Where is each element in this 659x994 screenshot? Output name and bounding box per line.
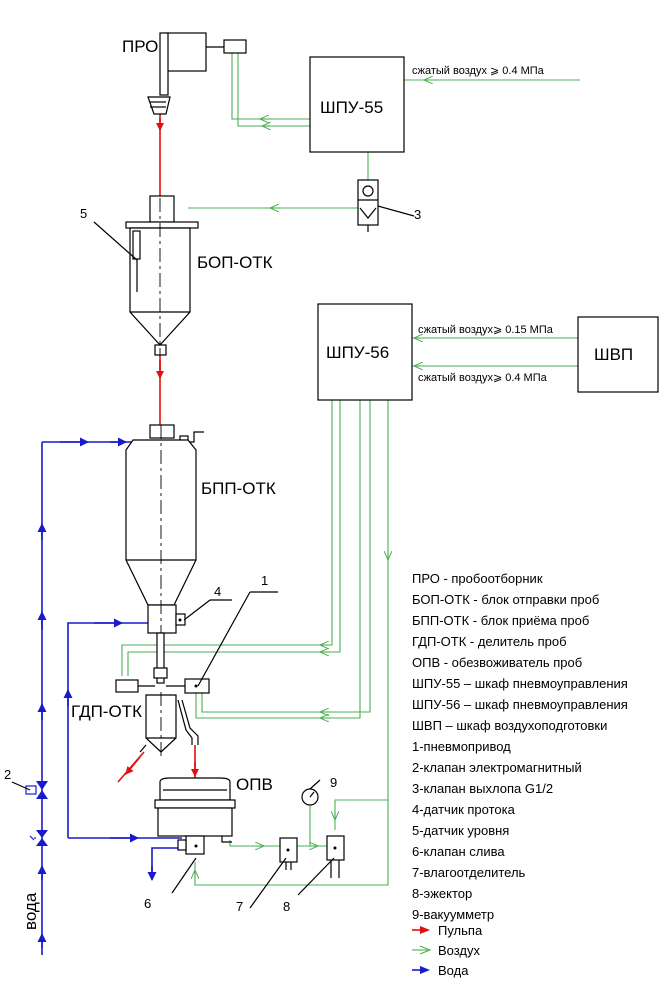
label-shpu56: ШПУ-56 [326,343,389,362]
legend-item: ШПУ-56 – шкаф пневмоуправления [412,697,628,712]
legend-item: 4-датчик протока [412,802,516,817]
label-shvp: ШВП [594,345,633,364]
callout-8: 8 [283,899,290,914]
legend-item: 6-клапан слива [412,844,505,859]
callout-2: 2 [4,767,11,782]
legend-item: 3-клапан выхлопа G1/2 [412,781,553,796]
label-air-shpu55: сжатый воздух ⩾ 0.4 МПа [412,65,545,77]
legend-item: ПРО - пробоотборник [412,571,543,586]
flow-legend-pulp: Пульпа [438,923,483,938]
label-air-shpu56-2: сжатый воздух⩾ 0.4 МПа [418,372,548,384]
moisture-separator-7 [279,837,298,870]
label-water: вода [21,892,40,930]
legend-item: ШВП – шкаф воздухоподготовки [412,718,607,733]
label-gdp: ГДП-ОТК [71,702,142,721]
shvp-box [577,316,659,393]
pulp-lines [117,114,199,783]
air-lines [121,52,580,886]
legend-item: 5-датчик уровня [412,823,509,838]
vacuum-gauge-9 [301,788,319,806]
label-bop: БОП-ОТК [197,253,273,272]
legend-item: 8-эжектор [412,886,472,901]
flow-legend-water: Вода [438,963,469,978]
callout-3: 3 [414,207,421,222]
legend-item: ШПУ-55 – шкаф пневмоуправления [412,676,628,691]
gdp-otk-unit [115,632,210,760]
flow-legend-air: Воздух [438,943,481,958]
bop-otk-unit [125,195,199,356]
legend-item: 2-клапан электромагнитный [412,760,582,775]
water-lines [37,437,182,955]
water-arrow-icon [420,966,430,974]
callout-1: 1 [261,573,268,588]
exhaust-valve-3 [357,179,379,232]
callout-5: 5 [80,206,87,221]
legend-item: БПП-ОТК - блок приёма проб [412,613,589,628]
legend-item: БОП-ОТК - блок отправки проб [412,592,599,607]
callout-4: 4 [214,584,221,599]
legend-item: 1-пневмопривод [412,739,511,754]
shpu56-box [317,303,413,401]
bpp-otk-unit [125,424,204,634]
pulp-arrow-icon [420,926,430,934]
ejector-8 [326,835,345,878]
legend-item: 7-влагоотделитель [412,865,526,880]
legend-item: ОПВ - обезвоживатель проб [412,655,582,670]
air-arrow-icon [419,945,432,955]
legend-item: ГДП-ОТК - делитель проб [412,634,567,649]
flow-legend-arrows [412,926,432,974]
callout-leaders [11,205,415,909]
solenoid-valve-2 [25,781,48,846]
shpu55-box [309,56,405,153]
legend-item: 9-вакуумметр [412,907,494,922]
label-pro: ПРО [122,37,158,56]
callout-6: 6 [144,896,151,911]
label-shpu55: ШПУ-55 [320,98,383,117]
sampler-pro [147,32,247,115]
legend: ПРО - пробоотборник БОП-ОТК - блок отпра… [412,571,628,978]
label-air-shpu56-1: сжатый воздух⩾ 0.15 МПа [418,324,554,336]
label-opv: ОПВ [236,775,273,794]
callout-7: 7 [236,899,243,914]
callout-9: 9 [330,775,337,790]
label-bpp: БПП-ОТК [201,479,276,498]
opv-unit [154,777,236,855]
